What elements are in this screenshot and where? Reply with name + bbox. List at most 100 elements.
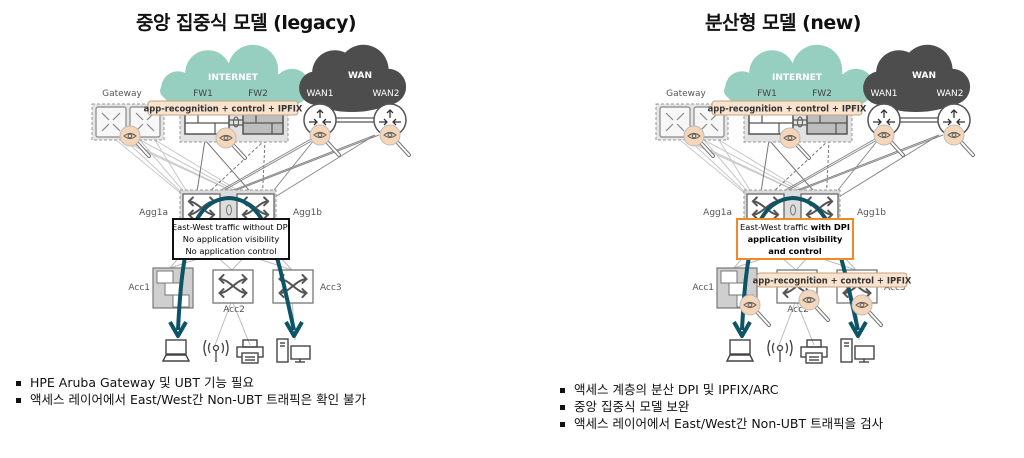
eye-pupil [881,132,887,138]
eye-outline [743,301,757,309]
eye-pupil [387,132,393,138]
agg1b-label: Agg1b [293,208,322,218]
ap-wave [789,339,793,357]
bullet-item: HPE Aruba Gateway 및 UBT 기능 필요 [14,374,366,391]
monitor [290,345,311,360]
wan1-label: WAN1 [870,89,897,99]
ap-wave [203,339,207,357]
agg1a-label: Agg1a [139,208,168,218]
wan-link [261,134,376,206]
magnifier-handle [701,143,714,157]
fw1-label: FW1 [757,89,777,99]
arrow-in [943,118,952,126]
gateway-arrows-icon [101,112,121,132]
eye-badge [215,127,237,149]
arrow-head [782,288,789,299]
cloud-part [185,50,231,96]
switch-glyph [218,273,248,299]
eye-inspection-icon [309,124,341,157]
bullet-item: 액세스 레이어에서 East/West간 Non-UBT 트래픽은 확인 불가 [14,391,366,408]
traffic-callout: East-West traffic without DPI No applicat… [172,218,290,260]
cloud-part [934,68,971,105]
acc1-label: Acc1 [692,283,714,293]
callout-line-3: No application control [185,246,276,256]
arrow-head [827,196,834,207]
eye-outline [877,131,891,139]
cloud-part [838,68,874,105]
eye-pupil [127,133,133,139]
lag-ring [797,116,803,128]
wan-routers [303,103,411,157]
eye-badge [309,124,331,146]
eye-inspection-icon [798,289,830,322]
bullet-item: 액세스 레이어에서 East/West간 Non-UBT 트래픽을 검사 [558,415,883,432]
eye-outline [855,301,869,309]
desktop-computer-icon [840,338,875,363]
tower [276,338,289,363]
laptop-screen [165,339,187,355]
arrow [665,123,674,132]
app-recognition-pill: app-recognition + control + IPFIX [753,272,912,288]
magnifier-handle [233,145,246,159]
callout-normal-text: East-West traffic without DPI [172,222,290,232]
traffic-arc [176,195,296,331]
eye-inspection-icon [215,127,247,160]
arrow-head [263,196,270,207]
printer-icon [800,339,828,364]
magnifier-handle [891,142,904,156]
eye-badge [851,294,873,316]
arrow-up [316,109,324,118]
eye-outline [783,134,797,142]
gateway-cluster [91,103,165,158]
endpoints [725,338,875,364]
laptop-icon [161,339,191,362]
callout-line-1: East-West traffic without DPI [172,222,290,232]
eye-badge [379,124,401,146]
eye-outline [383,131,397,139]
magnifier-handle [869,312,882,326]
ap-wave [225,339,229,357]
eye-outline [123,132,137,140]
ap-center [776,344,784,352]
arrow-head [241,209,248,220]
magnifier-handle [327,142,340,156]
fw2-label: FW2 [248,89,268,99]
ap-wave [771,342,775,354]
callout-box [172,218,290,260]
callout-line-3: and control [768,246,822,256]
callout-line-2: No application visibility [183,234,280,244]
eye-badge [943,124,965,146]
ap-wave [207,342,211,354]
eye-pupil [859,302,865,308]
acc2-label: Acc2 [223,305,245,315]
acc3-label: Acc3 [320,283,342,293]
eye-badge [873,124,895,146]
bullet-list: HPE Aruba Gateway 및 UBT 기능 필요 액세스 레이어에서 … [14,374,366,408]
cloud-part [749,50,795,96]
wireless-ap-icon [203,339,229,362]
pill-background [147,100,299,116]
eye-inspection-icon [779,127,811,160]
eye-pupil [951,132,957,138]
eye-inspection-icon [683,125,715,158]
router-arrows-icon [379,109,401,126]
magnifier-handle [137,143,150,157]
pill-background [756,272,908,288]
wan-label: WAN [912,71,936,81]
callout-line-1: East-West traffic with DPI [740,222,850,232]
arrow-head-left [732,321,752,338]
app-recognition-pill: app-recognition + control + IPFIX [144,100,303,116]
laptop-base [161,354,191,362]
fw-link [194,139,266,206]
arrow-head [751,209,758,220]
endpoint-link [778,299,797,346]
wan-cloud [863,44,971,112]
callout-bold-text: with DPI [811,222,850,232]
tower [840,338,853,363]
